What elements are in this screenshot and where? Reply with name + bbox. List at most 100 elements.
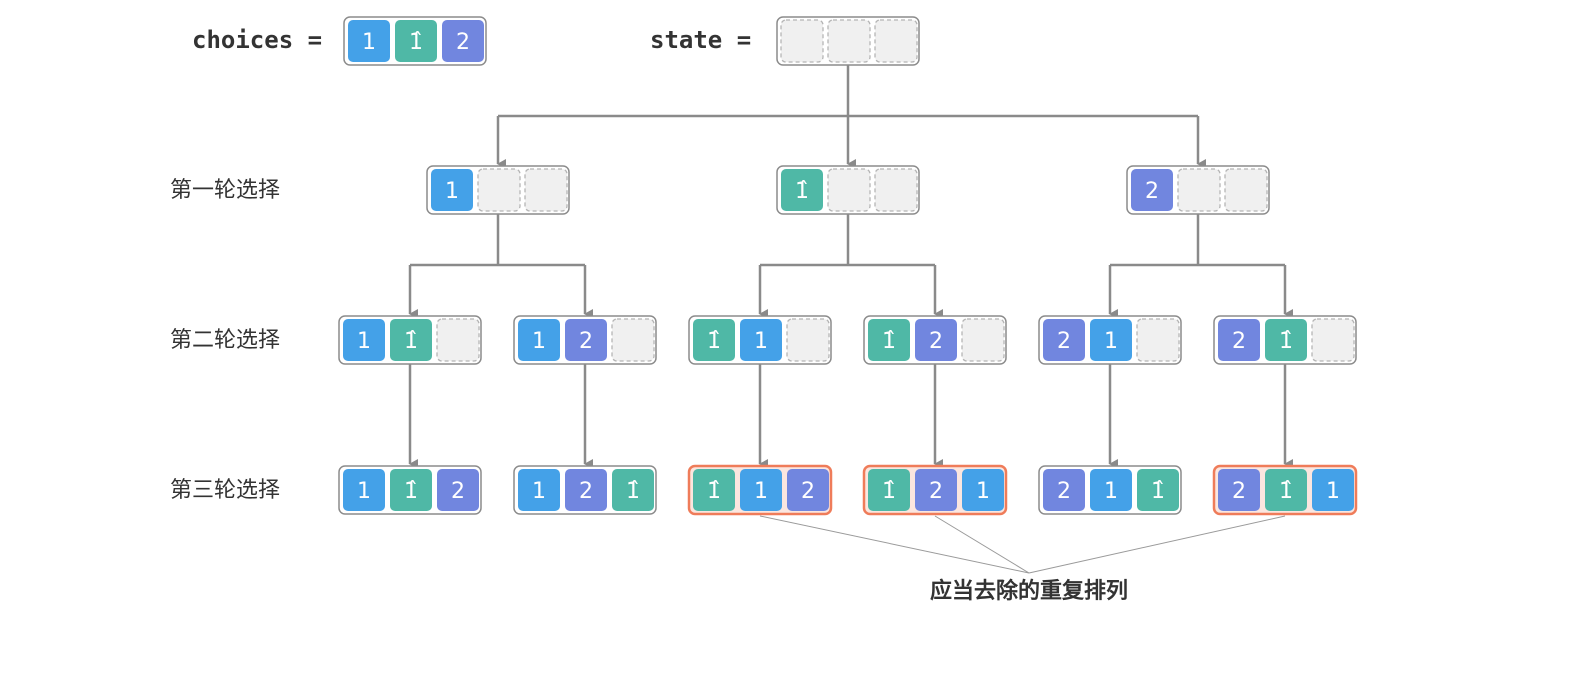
state-level1-2: 1̂: [776, 165, 920, 215]
choice-cell: [1265, 319, 1307, 361]
row-label-round-1: 第一轮选择: [170, 178, 280, 203]
choice-value: 2: [456, 30, 470, 55]
choice-cell: [1090, 319, 1132, 361]
choice-value: 2: [929, 329, 943, 354]
choice-value: 1̂: [795, 179, 809, 204]
choice-cell: [1043, 469, 1085, 511]
choice-value: 1̂: [626, 479, 640, 504]
empty-slot: [780, 19, 824, 63]
choice-value: 1: [1104, 479, 1118, 504]
choice-value: 1̂: [404, 329, 418, 354]
empty-slot: [874, 168, 918, 212]
choice-value: 1̂: [1279, 479, 1293, 504]
choice-value: 1: [357, 479, 371, 504]
choice-value: 1: [1104, 329, 1118, 354]
row-label-round-3: 第三轮选择: [170, 478, 280, 503]
choice-cell: [395, 20, 437, 62]
state-root: [776, 16, 920, 66]
choice-value: 1: [754, 479, 768, 504]
choice-value: 1̂: [882, 479, 896, 504]
state-level3-4: 1̂ 2 1: [862, 464, 1008, 516]
choice-value: 1: [1326, 479, 1340, 504]
choice-value: 1: [357, 329, 371, 354]
empty-slot: [786, 318, 830, 362]
choice-cell: [915, 469, 957, 511]
empty-slot: [961, 318, 1005, 362]
choice-cell: [693, 319, 735, 361]
choice-value: 2: [1145, 179, 1159, 204]
choice-cell: [390, 319, 432, 361]
choice-cell: [612, 469, 654, 511]
choice-value: 2: [1057, 329, 1071, 354]
choice-value: 2: [579, 479, 593, 504]
choice-value: 2: [1057, 479, 1071, 504]
choice-cell: [693, 469, 735, 511]
state-level3-5: 2 1 1̂: [1038, 465, 1182, 515]
annotation-pointer: [759, 515, 1030, 574]
choice-cell: [1265, 469, 1307, 511]
choice-cell: [390, 469, 432, 511]
choice-value: 1: [445, 179, 459, 204]
state-level3-6: 2 1̂ 1: [1212, 464, 1358, 516]
tree-edges: [408, 65, 1293, 469]
choice-value: 2: [929, 479, 943, 504]
choice-cell: [868, 319, 910, 361]
choices-array: 1 1̂ 2: [343, 16, 487, 66]
choice-value: 1: [754, 329, 768, 354]
choice-cell: [781, 169, 823, 211]
choice-cell: [431, 169, 473, 211]
choice-cell: [518, 469, 560, 511]
state-level2-4: 1̂ 2: [863, 315, 1007, 365]
choice-cell: [442, 20, 484, 62]
choice-cell: [565, 319, 607, 361]
choice-value: 1̂: [409, 30, 423, 55]
choice-value: 2: [1232, 329, 1246, 354]
duplicate-annotation: 应当去除的重复排列: [930, 578, 1128, 604]
choice-value: 1̂: [882, 329, 896, 354]
empty-slot: [1177, 168, 1221, 212]
empty-slot: [1136, 318, 1180, 362]
choice-cell: [962, 469, 1004, 511]
empty-slot: [611, 318, 655, 362]
choice-value: 1̂: [404, 479, 418, 504]
empty-slot: [436, 318, 480, 362]
annotation-lines: [759, 515, 1286, 574]
empty-slot: [477, 168, 521, 212]
choice-cell: [1137, 469, 1179, 511]
row-label-round-2: 第二轮选择: [170, 328, 280, 353]
state-label: state =: [650, 26, 751, 54]
choice-cell: [1312, 469, 1354, 511]
choice-value: 1: [532, 329, 546, 354]
choice-value: 1̂: [1151, 479, 1165, 504]
empty-slot: [1224, 168, 1268, 212]
choice-cell: [437, 469, 479, 511]
choice-value: 1: [532, 479, 546, 504]
choice-cell: [1218, 469, 1260, 511]
choice-cell: [343, 469, 385, 511]
annotation-pointer: [1028, 515, 1286, 574]
empty-slot: [1311, 318, 1355, 362]
choice-value: 1: [362, 30, 376, 55]
choices-label: choices =: [192, 26, 322, 54]
state-level3-2: 1 2 1̂: [513, 465, 657, 515]
choice-cell: [787, 469, 829, 511]
choice-cell: [565, 469, 607, 511]
choice-cell: [518, 319, 560, 361]
choice-cell: [868, 469, 910, 511]
choice-value: 1̂: [707, 329, 721, 354]
choice-value: 2: [579, 329, 593, 354]
state-level1-3: 2: [1126, 165, 1270, 215]
choice-value: 2: [801, 479, 815, 504]
choice-value: 1: [976, 479, 990, 504]
empty-slot: [827, 168, 871, 212]
choice-value: 2: [1232, 479, 1246, 504]
choice-cell: [1090, 469, 1132, 511]
choice-cell: [740, 319, 782, 361]
choice-cell: [348, 20, 390, 62]
choice-cell: [1131, 169, 1173, 211]
choice-cell: [1218, 319, 1260, 361]
